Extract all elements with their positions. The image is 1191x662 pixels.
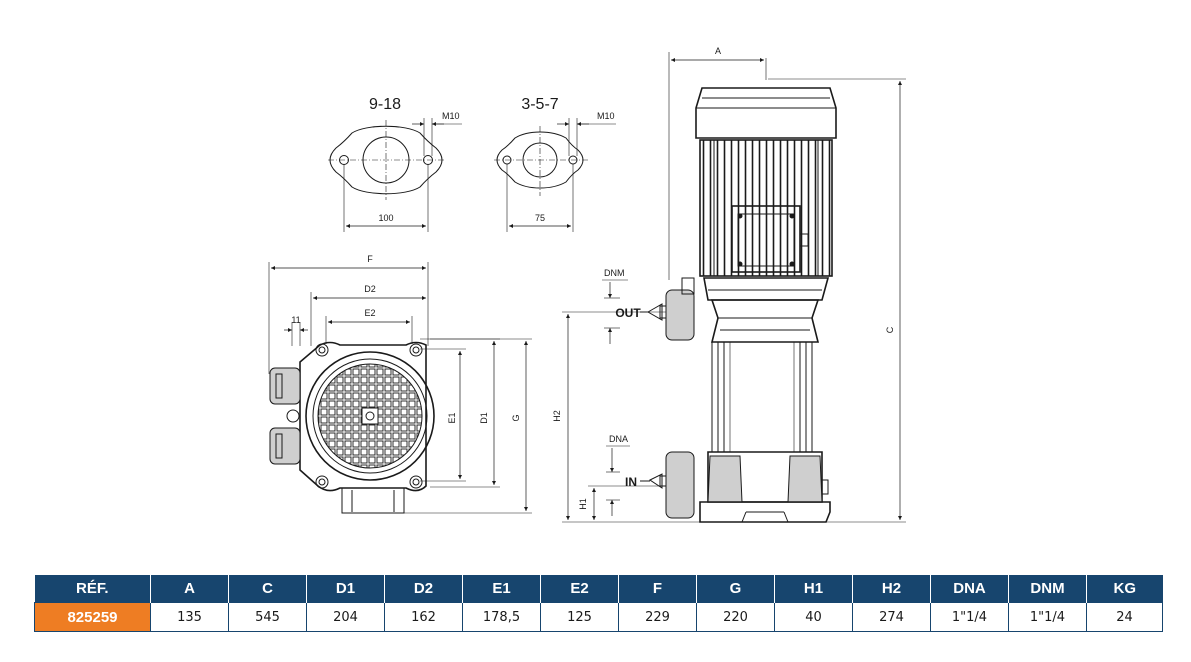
col-header: H2 (852, 575, 931, 603)
table-cell: 229 (618, 602, 697, 632)
col-header: C (228, 575, 307, 603)
table-cell: 220 (696, 602, 775, 632)
table-cell: 204 (306, 602, 385, 632)
spec-table: RÉF. A C D1 D2 E1 E2 F G H1 H2 DNA DNM K… (34, 575, 1163, 632)
flange-title-3-5-7: 3-5-7 (521, 96, 558, 113)
ref-cell: 825259 (34, 602, 151, 632)
flange-detail-3-5-7: 3-5-7 75 M10 (494, 96, 616, 232)
col-header: DNM (1008, 575, 1087, 603)
col-header: RÉF. (34, 575, 151, 603)
table-cell: 162 (384, 602, 463, 632)
dim-e2-label: E2 (364, 308, 375, 318)
dna-label: DNA (609, 434, 628, 444)
flange-detail-9-18: 9-18 100 M10 (328, 96, 462, 232)
flange-title-9-18: 9-18 (369, 96, 401, 113)
dim-d1-label: D1 (479, 412, 489, 424)
table-cell: 1"1/4 (930, 602, 1009, 632)
dim-11-label: 11 (291, 315, 300, 325)
dim-c-label: C (885, 326, 895, 333)
out-port-label: OUT (615, 306, 641, 320)
col-header: A (150, 575, 229, 603)
flange-spacing-9-18: 100 (378, 213, 393, 223)
dim-g-label: G (511, 414, 521, 421)
table-cell: 1"1/4 (1008, 602, 1087, 632)
col-header: G (696, 575, 775, 603)
table-cell: 24 (1086, 602, 1163, 632)
dim-h1-label: H1 (578, 498, 588, 510)
flange-spacing-3-5-7: 75 (535, 213, 545, 223)
col-header: E2 (540, 575, 619, 603)
dim-f-label: F (367, 254, 373, 264)
technical-drawing: 9-18 100 M10 3-5-7 75 M10 (268, 46, 906, 523)
col-header: DNA (930, 575, 1009, 603)
table-cell: 545 (228, 602, 307, 632)
table-cell: 178,5 (462, 602, 541, 632)
col-header: F (618, 575, 697, 603)
spec-header-row: RÉF. A C D1 D2 E1 E2 F G H1 H2 DNA DNM K… (34, 575, 1163, 603)
in-port-label: IN (625, 475, 637, 489)
col-header: D1 (306, 575, 385, 603)
col-header: E1 (462, 575, 541, 603)
dim-d2-label: D2 (364, 284, 376, 294)
pump-side-view: A C H2 H1 DNM DNA (552, 46, 906, 523)
flange-thread-9-18: M10 (442, 111, 460, 121)
col-header: KG (1086, 575, 1163, 603)
dnm-label: DNM (604, 268, 625, 278)
table-cell: 125 (540, 602, 619, 632)
dim-a-label: A (715, 46, 721, 56)
table-cell: 274 (852, 602, 931, 632)
table-cell: 40 (774, 602, 853, 632)
pump-top-view: F D2 E2 11 E1 D1 G (268, 254, 532, 514)
table-cell: 135 (150, 602, 229, 632)
col-header: D2 (384, 575, 463, 603)
flange-thread-3-5-7: M10 (597, 111, 615, 121)
spec-data-row: 825259 135 545 204 162 178,5 125 229 220… (34, 602, 1163, 632)
col-header: H1 (774, 575, 853, 603)
dim-h2-label: H2 (552, 410, 562, 422)
dim-e1-label: E1 (447, 412, 457, 423)
